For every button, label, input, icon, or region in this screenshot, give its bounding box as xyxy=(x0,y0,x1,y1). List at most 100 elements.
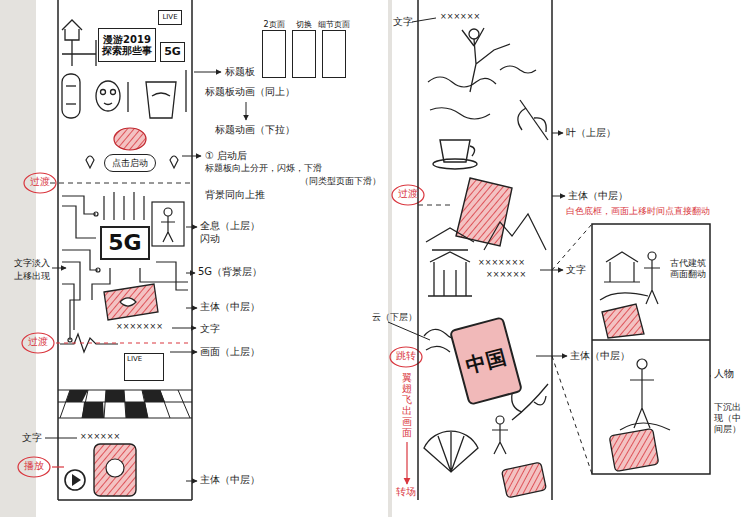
annotation: 人物 xyxy=(714,368,734,380)
red-note: 播放 xyxy=(24,460,44,472)
annotation: ××××××× xyxy=(478,258,525,268)
inset-figure xyxy=(630,369,654,428)
red-note: 过渡 xyxy=(28,336,48,348)
annotation: 主体（中层） xyxy=(568,190,628,202)
mountains xyxy=(484,214,546,250)
node-text: LIVE xyxy=(127,355,142,363)
small-figure xyxy=(496,416,504,424)
inset-temple xyxy=(600,293,648,300)
red-markers xyxy=(390,347,422,367)
node-text: 5G xyxy=(164,46,181,59)
annotation: ××××××× xyxy=(116,322,163,332)
red-note: 跳转 xyxy=(396,350,416,362)
circuit-lines xyxy=(133,192,134,220)
top-icons xyxy=(62,20,82,40)
hologram-person xyxy=(161,216,175,242)
leader-lines xyxy=(186,227,197,228)
fan xyxy=(424,431,478,472)
leaves xyxy=(534,118,546,132)
node-text: 漫游2019 探索那些事 xyxy=(102,34,152,57)
teacup xyxy=(433,140,477,169)
node-text: 中国 xyxy=(464,345,509,378)
red-markers xyxy=(18,457,50,477)
annotation: 闪动 xyxy=(200,233,220,245)
leader-lines xyxy=(170,352,197,353)
annotation: 主体（中层） xyxy=(570,350,630,362)
leader-lines xyxy=(182,156,201,157)
zoom-lines xyxy=(552,224,592,474)
top-icons xyxy=(152,93,170,96)
annotation: 5G（背景层） xyxy=(198,266,262,278)
phone-red xyxy=(94,444,136,496)
annotation: 画面（上层） xyxy=(200,346,260,358)
left-strip xyxy=(58,499,192,501)
annotation: 叶（上层） xyxy=(566,127,616,139)
leader-lines xyxy=(540,270,563,271)
top-icons xyxy=(127,82,128,112)
inset-frame xyxy=(592,224,710,474)
checker-floor xyxy=(178,390,190,418)
transition-line xyxy=(418,205,454,206)
circuit-lines xyxy=(123,196,124,220)
top-icons xyxy=(101,90,106,95)
annotation: 标题板 xyxy=(225,66,255,78)
red-markers xyxy=(406,442,407,484)
clouds xyxy=(430,108,490,119)
checker-fill xyxy=(66,390,88,402)
annotation: 标题板动画（同上） xyxy=(205,86,295,98)
circuit-lines xyxy=(143,196,144,220)
temple xyxy=(430,250,470,262)
fingerprint-icon xyxy=(114,128,146,150)
hologram-person xyxy=(164,208,172,216)
top-icons xyxy=(62,74,80,118)
yoga-figure xyxy=(462,28,510,92)
phone-red xyxy=(502,462,547,498)
checker-fill xyxy=(105,390,125,402)
screen-box: 细节页面 xyxy=(322,30,346,78)
checker-fill xyxy=(125,402,148,418)
circuit-lines xyxy=(62,196,96,214)
inset-figure xyxy=(644,252,660,304)
annotation: 文字 xyxy=(393,16,413,28)
leader-lines xyxy=(388,322,430,340)
fan xyxy=(424,431,478,472)
inset-temple xyxy=(600,252,648,300)
red-markers xyxy=(392,185,424,205)
top-icons xyxy=(95,40,96,66)
phone-red xyxy=(609,428,659,471)
clouds xyxy=(500,66,536,73)
annotation: 云（下层） xyxy=(372,312,417,323)
top-icons xyxy=(71,40,72,66)
leader-lines xyxy=(552,133,563,134)
circuit-lines xyxy=(113,192,114,220)
inset-frame xyxy=(592,339,710,341)
top-icons xyxy=(96,81,120,111)
red-markers xyxy=(24,173,56,193)
pin-icons xyxy=(170,156,178,168)
yoga-figure xyxy=(469,29,479,39)
live-badge: LIVE xyxy=(158,10,182,25)
play-button xyxy=(65,470,85,490)
leader-lines xyxy=(412,18,436,22)
annotation: 全息（上层） xyxy=(200,220,260,232)
leaves xyxy=(512,394,522,412)
clouds xyxy=(424,66,536,352)
red-note: 翼翅飞出画面 xyxy=(402,372,412,438)
red-markers xyxy=(52,466,64,467)
annotation: ×××××× xyxy=(440,12,480,22)
teacup xyxy=(470,146,475,156)
red-markers xyxy=(22,333,54,353)
left-strip xyxy=(58,0,192,500)
box-heading: 2页面 xyxy=(263,20,284,29)
checker-fill xyxy=(66,390,165,418)
leader-lines xyxy=(246,102,247,120)
red-note: 过渡 xyxy=(30,176,50,188)
top-icons xyxy=(111,90,116,95)
circuit-lines xyxy=(103,196,104,220)
inset-figure xyxy=(620,423,670,430)
circuit-lines xyxy=(96,268,100,272)
right-strip xyxy=(551,0,553,500)
temple xyxy=(428,262,472,296)
leader-lines xyxy=(186,273,195,274)
